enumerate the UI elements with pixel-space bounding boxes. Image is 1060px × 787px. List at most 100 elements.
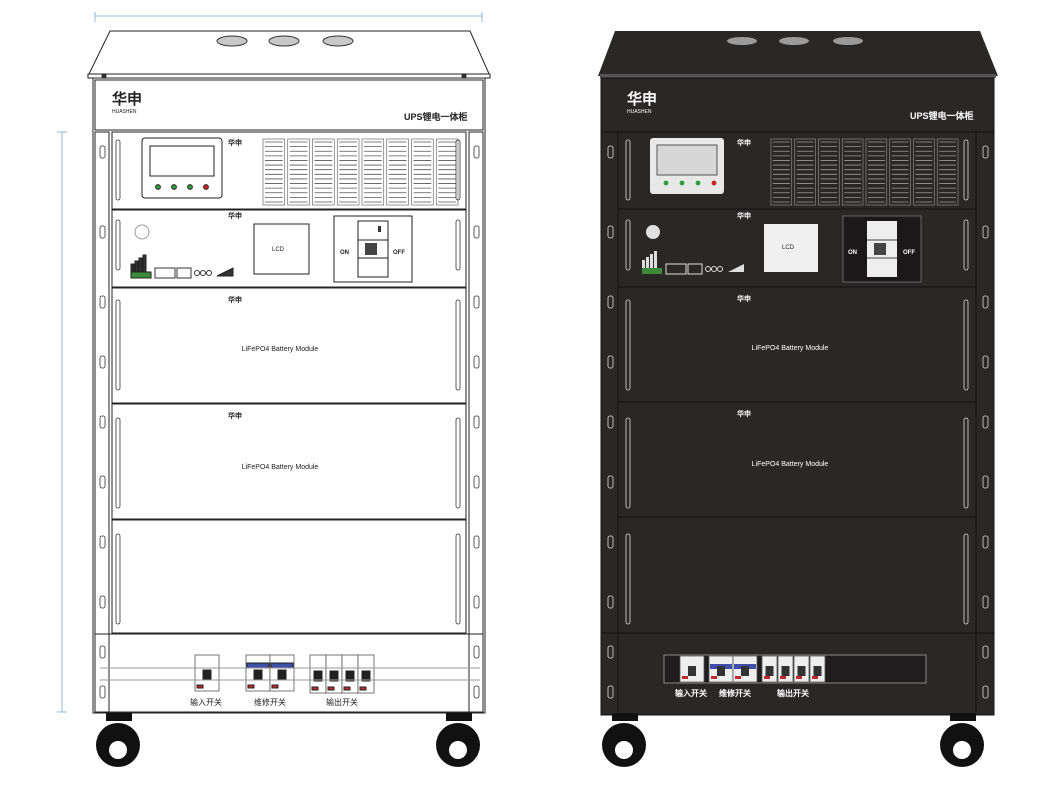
panel-handle bbox=[625, 299, 631, 391]
port-pin bbox=[646, 257, 649, 268]
light-cabinet-text: 华申 HUASHEN UPS锂电一体柜 华申 华申 LCD ON OFF 华申 … bbox=[112, 90, 468, 707]
rail-hole bbox=[99, 145, 106, 159]
panel-handle bbox=[115, 417, 121, 509]
rail-hole bbox=[99, 415, 106, 429]
rail-hole bbox=[473, 475, 480, 489]
breaker-on-label: ON bbox=[340, 250, 349, 256]
panel-handle bbox=[455, 533, 461, 625]
dark-bms-brand: 华申 bbox=[737, 211, 751, 220]
dark-bms-lcd-window bbox=[764, 224, 818, 272]
indicator-led bbox=[187, 184, 193, 190]
terminal-block bbox=[642, 268, 662, 274]
dark-comm-ports bbox=[642, 251, 744, 275]
panel-handle bbox=[625, 219, 631, 271]
rail-hole bbox=[607, 225, 614, 239]
dark-battery-2-brand: 华申 bbox=[737, 409, 751, 418]
dark-bms-lcd-label: LCD bbox=[782, 245, 795, 251]
dark-battery-1-brand: 华申 bbox=[737, 294, 751, 303]
breaker-indicator bbox=[682, 676, 688, 679]
breaker-indicator bbox=[247, 684, 255, 689]
rj45-port bbox=[665, 263, 687, 275]
light-casters bbox=[96, 713, 480, 767]
breaker-indicator bbox=[735, 676, 741, 679]
dark-brand-logo-en: HUASHEN bbox=[627, 109, 652, 115]
panel-handle bbox=[455, 139, 461, 201]
panel-handle bbox=[625, 417, 631, 509]
rail-hole bbox=[99, 685, 106, 699]
vent-column bbox=[794, 138, 816, 206]
switch-panel bbox=[94, 633, 484, 713]
panel-handle bbox=[963, 219, 969, 271]
indicator-led bbox=[711, 180, 717, 186]
indicator-led bbox=[171, 184, 177, 190]
indicator-led bbox=[695, 180, 701, 186]
vent-grille bbox=[262, 138, 459, 206]
dark-output-switch-label: 输出开关 bbox=[777, 688, 809, 698]
rail-hole bbox=[99, 595, 106, 609]
controller-panel bbox=[111, 131, 467, 210]
breaker-handle bbox=[345, 670, 355, 682]
rail-hole bbox=[982, 595, 989, 609]
dark-input-switch-label: 输入开关 bbox=[675, 688, 707, 698]
vent-column bbox=[818, 138, 840, 206]
rail-hole bbox=[607, 595, 614, 609]
panel-handle bbox=[115, 299, 121, 391]
dark-indicator-leds bbox=[663, 180, 717, 186]
breaker-indicator bbox=[311, 686, 319, 691]
breaker-band bbox=[246, 662, 270, 669]
dark-switch-group bbox=[679, 655, 826, 683]
rail-hole bbox=[982, 475, 989, 489]
dark-lcd-screen bbox=[656, 144, 718, 176]
dark-battery-2-label: LiFePO4 Battery Module bbox=[752, 461, 829, 468]
breaker-handle bbox=[361, 670, 371, 682]
vent-column bbox=[889, 138, 911, 206]
panel-handle bbox=[963, 533, 969, 625]
vent-column bbox=[841, 138, 864, 206]
rail-hole bbox=[607, 645, 614, 659]
input-switch-label: 输入开关 bbox=[190, 697, 222, 707]
dark-casters bbox=[602, 713, 984, 767]
indicator-led bbox=[203, 184, 209, 190]
rail-hole bbox=[473, 295, 480, 309]
terminal-block bbox=[130, 271, 152, 279]
dark-brand-logo-cn: 华申 bbox=[627, 90, 657, 108]
bms-lcd-window bbox=[253, 223, 310, 275]
rail-hole bbox=[99, 355, 106, 369]
vent-column bbox=[435, 138, 459, 206]
battery-1-label: LiFePO4 Battery Module bbox=[242, 346, 319, 353]
breaker-off-label: OFF bbox=[393, 250, 405, 256]
dark-maintenance-switch-label: 维修开关 bbox=[719, 688, 751, 698]
dark-product-title: UPS锂电一体柜 bbox=[910, 110, 974, 121]
breaker-indicator bbox=[271, 684, 279, 689]
port-pin bbox=[130, 263, 135, 273]
breaker-handle bbox=[717, 666, 725, 676]
breaker-indicator bbox=[812, 676, 818, 679]
breaker-indicator bbox=[764, 676, 770, 679]
dark-cabinet-text: 华申 HUASHEN UPS锂电一体柜 华申 华申 LCD ON OFF 华申 … bbox=[627, 90, 974, 698]
port-ring bbox=[717, 266, 723, 272]
rail-hole bbox=[982, 225, 989, 239]
breaker-indicator bbox=[780, 676, 786, 679]
dark-battery-1-label: LiFePO4 Battery Module bbox=[752, 345, 829, 352]
port-pin bbox=[642, 260, 645, 268]
rail-hole bbox=[982, 295, 989, 309]
panel-handle bbox=[455, 417, 461, 509]
signal-bars bbox=[216, 267, 234, 277]
panel-handle bbox=[963, 299, 969, 391]
rail-hole bbox=[473, 645, 480, 659]
breaker-indicator bbox=[796, 676, 802, 679]
indicator-led bbox=[679, 180, 685, 186]
dark-dry-contact-knob bbox=[646, 225, 660, 239]
vent-column bbox=[361, 138, 385, 206]
indicator-leds bbox=[155, 184, 209, 190]
vent-column bbox=[312, 138, 335, 206]
vent-column bbox=[411, 138, 434, 206]
comm-ports bbox=[130, 254, 234, 279]
rail-hole bbox=[473, 595, 480, 609]
dimension-lines bbox=[57, 12, 483, 713]
rj45-port bbox=[154, 267, 176, 279]
port-pin bbox=[654, 251, 657, 268]
rail-hole bbox=[473, 355, 480, 369]
